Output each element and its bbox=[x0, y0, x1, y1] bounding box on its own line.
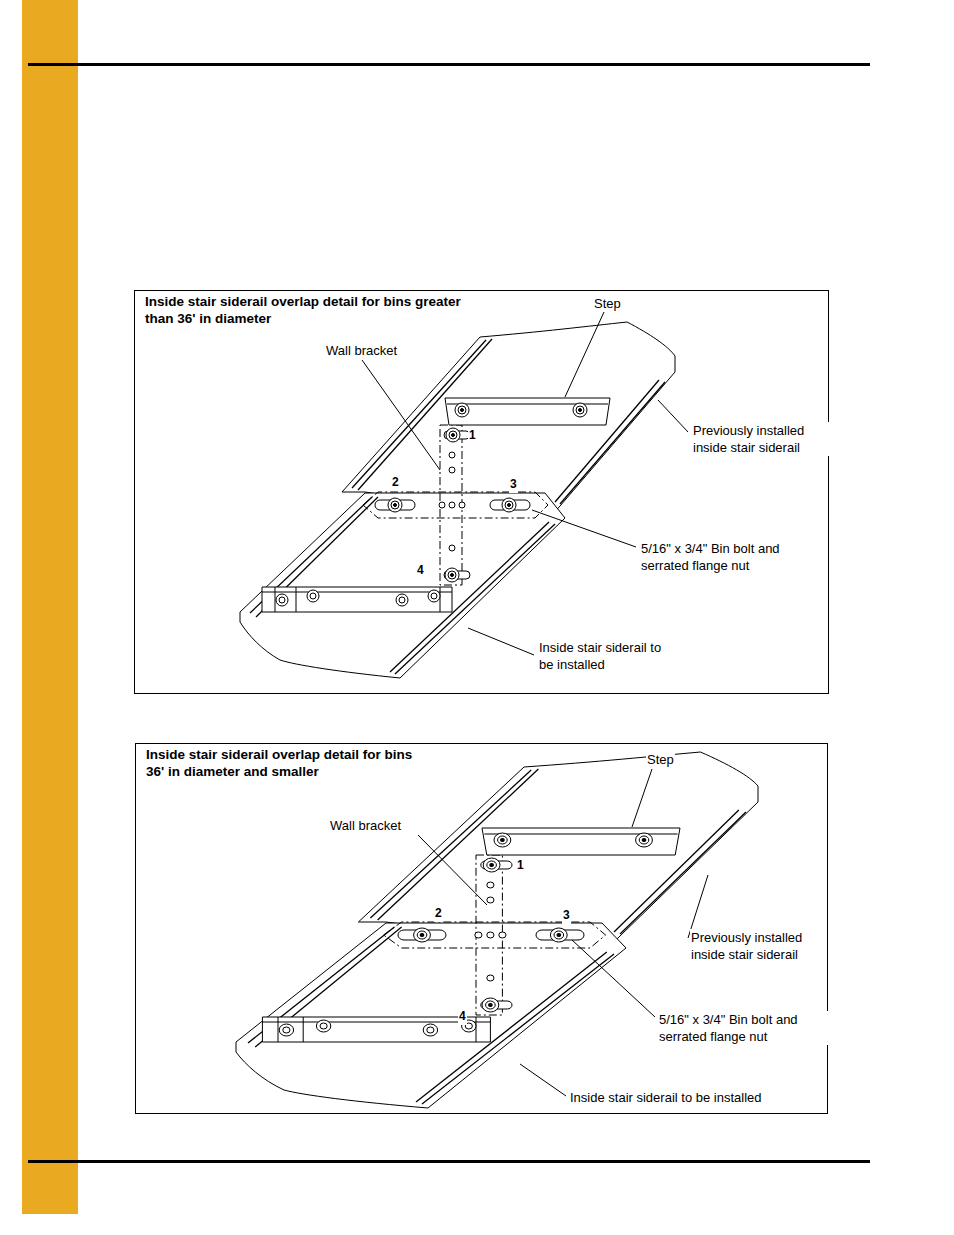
leader-line bbox=[520, 1064, 566, 1096]
assembly-panel-2-clip bbox=[236, 752, 758, 1108]
side-bar bbox=[22, 0, 78, 1214]
callout-number: 3 bbox=[562, 907, 571, 924]
top-rule bbox=[28, 63, 870, 66]
leader-lines bbox=[362, 312, 708, 1096]
panel-heading: Inside stair siderail overlap detail for… bbox=[146, 746, 431, 780]
leader-line bbox=[468, 628, 534, 655]
assembly-panel-1 bbox=[240, 322, 675, 678]
callout-number: 2 bbox=[434, 905, 443, 922]
part-label: Inside stair siderail to be installed bbox=[538, 639, 675, 673]
part-label: 5/16" x 3/4" Bin bolt and serrated flang… bbox=[640, 540, 822, 574]
leader-line bbox=[632, 769, 652, 827]
part-label: Step bbox=[593, 295, 622, 312]
part-label: Wall bracket bbox=[325, 342, 398, 359]
leader-line bbox=[532, 510, 636, 547]
leader-line bbox=[362, 360, 440, 470]
callout-number: 4 bbox=[458, 1008, 467, 1025]
part-label: Inside stair siderail to be installed bbox=[569, 1089, 763, 1106]
callout-number: 1 bbox=[468, 427, 477, 444]
part-label: Step bbox=[646, 751, 675, 768]
leader-line bbox=[572, 940, 655, 1017]
callout-number: 4 bbox=[416, 562, 425, 579]
callout-number: 1 bbox=[516, 857, 525, 874]
part-label: Previously installed inside stair sidera… bbox=[690, 929, 827, 963]
leader-line bbox=[418, 835, 487, 905]
part-label: Previously installed inside stair sidera… bbox=[692, 422, 829, 456]
part-label: 5/16" x 3/4" Bin bolt and serrated flang… bbox=[658, 1011, 840, 1045]
callout-number: 2 bbox=[391, 474, 400, 491]
bottom-rule bbox=[28, 1160, 870, 1163]
part-label: Wall bracket bbox=[329, 817, 402, 834]
assembly-panel-2 bbox=[236, 752, 758, 1108]
leader-line bbox=[658, 400, 688, 432]
leader-line bbox=[565, 312, 604, 397]
detail-panel: Inside stair siderail overlap detail for… bbox=[134, 290, 829, 694]
panel-heading: Inside stair siderail overlap detail for… bbox=[145, 293, 490, 327]
callout-number: 3 bbox=[509, 476, 518, 493]
